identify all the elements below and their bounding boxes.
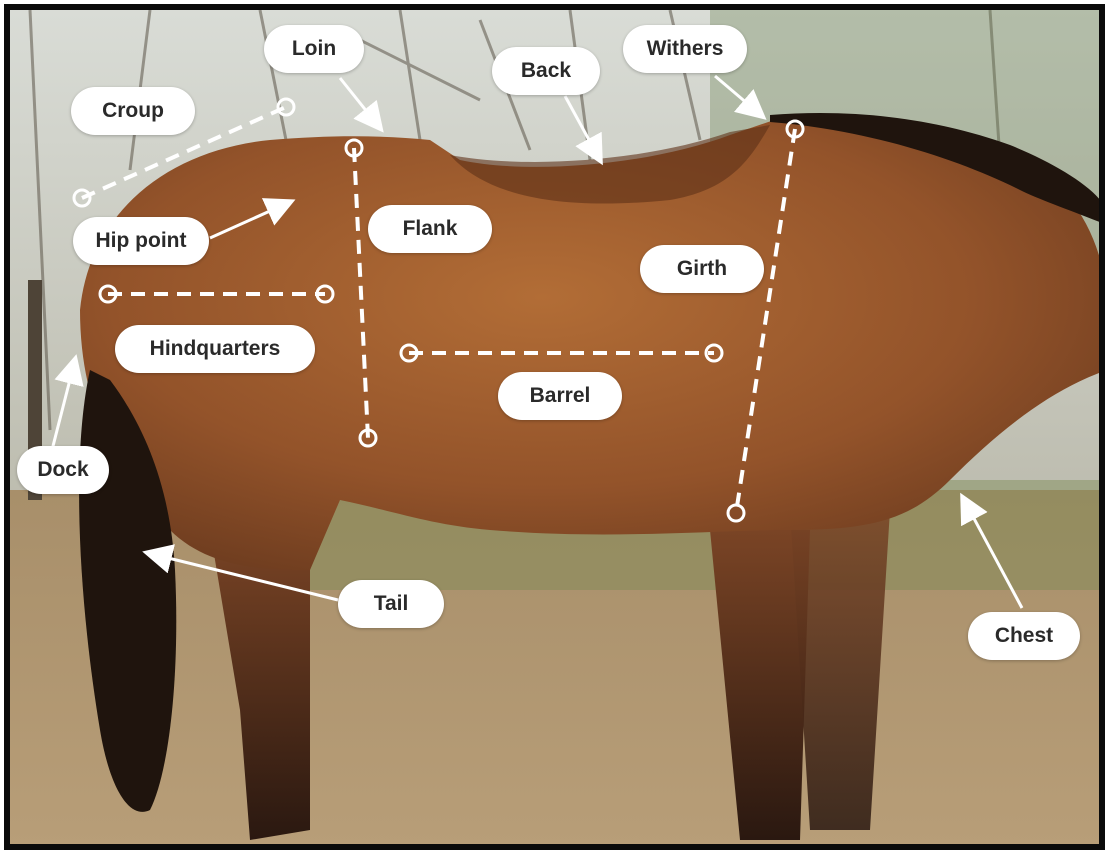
label-hip-point: Hip point bbox=[73, 217, 209, 265]
label-chest: Chest bbox=[968, 612, 1080, 660]
label-hindquarters: Hindquarters bbox=[115, 325, 315, 373]
image-frame: Loin Back Withers Croup Hip point Flank … bbox=[4, 4, 1105, 850]
label-tail: Tail bbox=[338, 580, 444, 628]
horse-photo bbox=[10, 10, 1105, 850]
label-flank: Flank bbox=[368, 205, 492, 253]
label-girth: Girth bbox=[640, 245, 764, 293]
label-loin: Loin bbox=[264, 25, 364, 73]
label-croup: Croup bbox=[71, 87, 195, 135]
label-dock: Dock bbox=[17, 446, 109, 494]
label-barrel: Barrel bbox=[498, 372, 622, 420]
label-withers: Withers bbox=[623, 25, 747, 73]
label-back: Back bbox=[492, 47, 600, 95]
